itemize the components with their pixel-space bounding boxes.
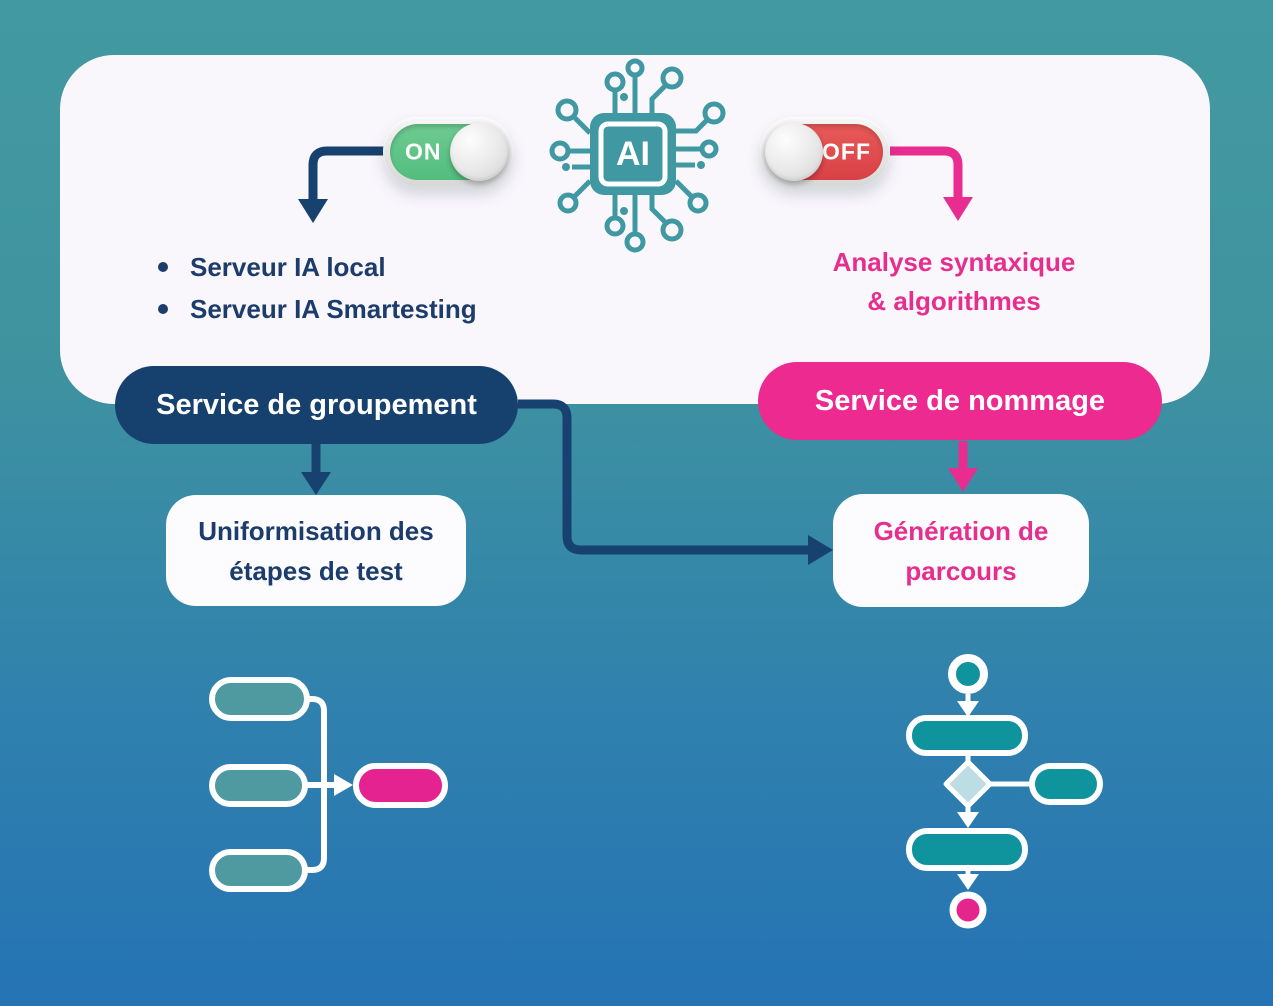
- method-text: Analyse syntaxique & algorithmes: [798, 243, 1110, 321]
- chip-body: [590, 113, 676, 195]
- method-text-line2: & algorithmes: [867, 286, 1041, 316]
- groupement-to-generation-arrow: [518, 399, 833, 565]
- nommage-down-arrow: [948, 441, 978, 492]
- server-list-item: Serveur IA Smartesting: [158, 288, 477, 330]
- server-list-item: Serveur IA local: [158, 246, 477, 288]
- server-list: Serveur IA local Serveur IA Smartesting: [158, 246, 477, 330]
- ai-chip-label: AI: [616, 135, 650, 173]
- service-nommage-pill: Service de nommage: [758, 362, 1162, 440]
- grouping-result-node: [353, 763, 448, 808]
- branch-node: [1029, 763, 1103, 805]
- grouping-node: [209, 764, 308, 807]
- path-mini-diagram: [906, 654, 1103, 929]
- bullet-dot: [158, 262, 168, 272]
- grouping-mini-diagram: [209, 677, 448, 892]
- on-toggle-knob[interactable]: [450, 123, 508, 181]
- grouping-arrowhead: [334, 774, 353, 796]
- start-node: [948, 654, 988, 694]
- activity-node: [906, 828, 1028, 871]
- uniformisation-line2: étapes de test: [229, 555, 403, 586]
- service-nommage-label: Service de nommage: [814, 384, 1106, 417]
- grouping-node: [209, 677, 310, 721]
- service-groupement-pill: Service de groupement: [115, 366, 518, 444]
- generation-box: Génération de parcours: [833, 494, 1089, 607]
- decision-node: [943, 759, 993, 809]
- activity-node: [906, 715, 1028, 756]
- off-toggle[interactable]: OFF: [760, 117, 890, 187]
- on-toggle-arrow: [298, 146, 388, 223]
- method-text-line1: Analyse syntaxique: [832, 247, 1076, 277]
- flow-arrowhead: [957, 874, 979, 890]
- groupement-down-arrow: [301, 444, 331, 495]
- off-toggle-label: OFF: [822, 138, 871, 165]
- bullet-dot: [158, 304, 168, 314]
- flow-arrowhead: [957, 701, 979, 717]
- off-toggle-arrow: [890, 146, 973, 221]
- service-groupement-label: Service de groupement: [156, 388, 477, 421]
- end-node: [949, 891, 987, 929]
- flow-arrowhead: [957, 812, 979, 828]
- on-toggle-label: ON: [405, 138, 442, 165]
- generation-line2: parcours: [905, 555, 1017, 586]
- uniformisation-line1: Uniformisation des: [198, 515, 434, 546]
- server-item-label: Serveur IA local: [190, 251, 386, 282]
- ai-chip-icon: AI: [549, 58, 726, 253]
- server-item-label: Serveur IA Smartesting: [190, 293, 477, 324]
- grouping-node: [209, 849, 308, 892]
- on-toggle[interactable]: ON: [383, 117, 513, 187]
- generation-line1: Génération de: [873, 515, 1049, 546]
- uniformisation-box: Uniformisation des étapes de test: [166, 495, 466, 606]
- off-toggle-knob[interactable]: [765, 123, 823, 181]
